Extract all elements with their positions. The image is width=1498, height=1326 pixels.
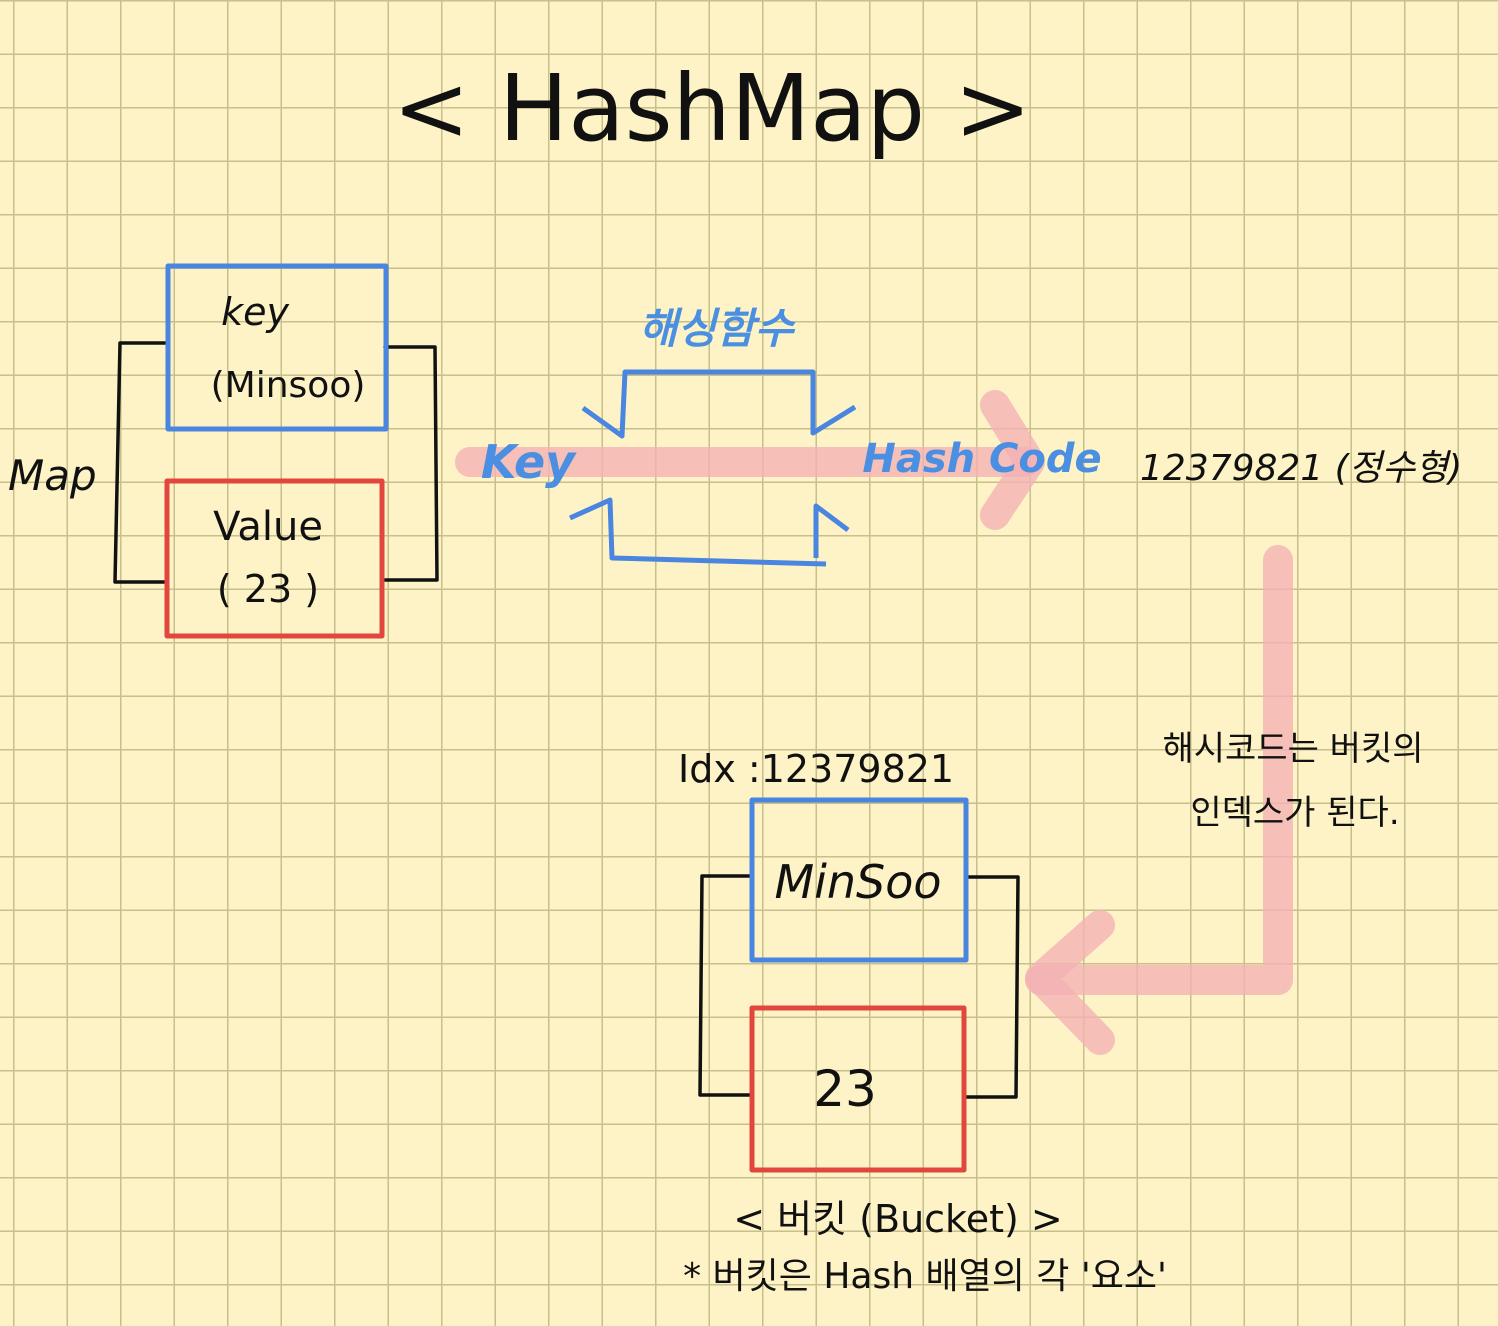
bucket-bracket	[698, 874, 1020, 1099]
page-title: < HashMap >	[393, 55, 1032, 162]
value-box-label: Value	[213, 504, 323, 550]
map-label: Map	[8, 451, 97, 500]
bucket-value-box	[749, 1005, 967, 1173]
key-box-value: (Minsoo)	[211, 365, 366, 406]
bucket-caption: < 버킷 (Bucket) >	[733, 1197, 1062, 1241]
value-box-value: ( 23 )	[217, 567, 319, 611]
key-box-label: key	[221, 290, 289, 334]
note-line-2: 인덱스가 된다.	[1190, 793, 1399, 833]
hash-input-label: Key	[481, 435, 577, 489]
flow-arrow-key-to-hashcode	[455, 390, 1045, 530]
bucket-key-box	[749, 797, 969, 963]
value-box	[164, 478, 385, 639]
flow-arrow-hashcode-to-bucket	[1025, 545, 1293, 1055]
map-bracket	[113, 341, 439, 584]
note-line-1: 해시코드는 버킷의	[1162, 729, 1423, 769]
bucket-footnote: * 버킷은 Hash 배열의 각 '요소'	[683, 1256, 1167, 1297]
key-box	[165, 263, 389, 432]
bucket-value: 23	[813, 1060, 877, 1118]
bucket-index-label: Idx :12379821	[678, 747, 954, 791]
bucket-key: MinSoo	[774, 855, 941, 909]
hash-function-label: 해싱함수	[639, 304, 796, 353]
hash-function-box	[568, 369, 857, 567]
hash-value: 12379821 (정수형)	[1140, 448, 1462, 489]
hash-output-label: Hash Code	[862, 436, 1101, 482]
